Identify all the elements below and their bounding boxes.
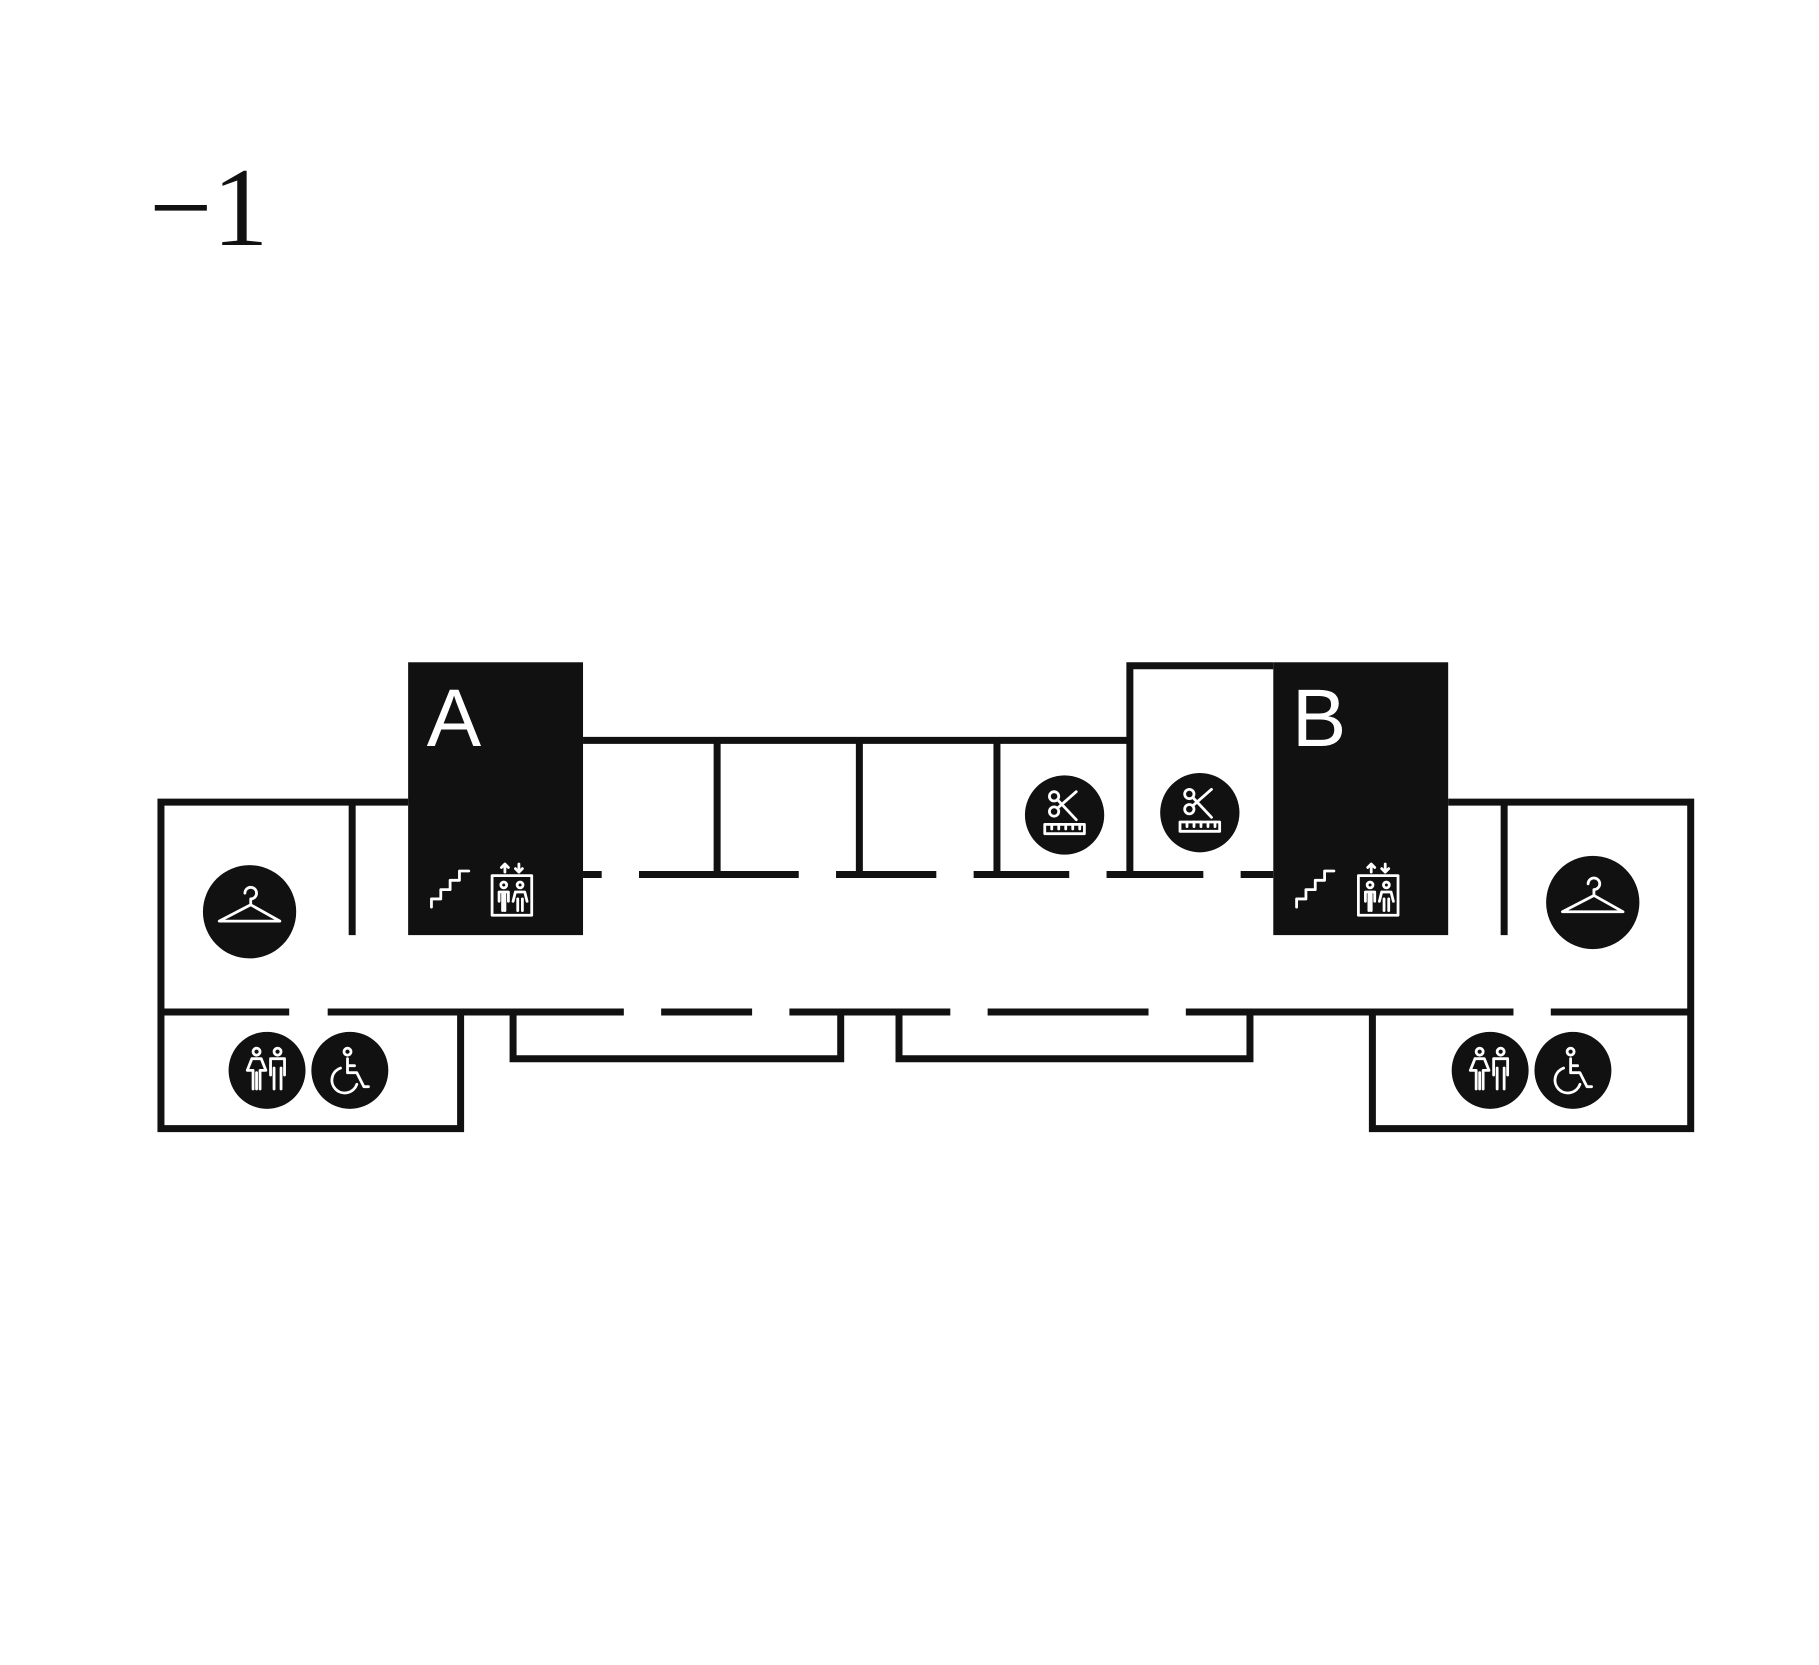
accessible-toilet-right[interactable] [1534,1031,1612,1109]
toilets-right[interactable] [1451,1031,1529,1109]
accessible-toilet-left[interactable] [311,1031,389,1109]
cloakroom-right[interactable] [1546,855,1640,950]
block-a[interactable]: A [408,662,584,936]
floor-level-label: −1 [149,146,268,270]
block-b[interactable]: B [1273,662,1449,936]
tailor-room-2[interactable] [1160,773,1240,853]
tailor-room-1[interactable] [1024,775,1105,855]
walls [157,662,1695,1133]
cloakroom-left[interactable] [202,865,297,959]
toilets-left[interactable] [228,1031,306,1109]
block-a-label: A [427,673,482,764]
block-b-label: B [1292,673,1346,764]
